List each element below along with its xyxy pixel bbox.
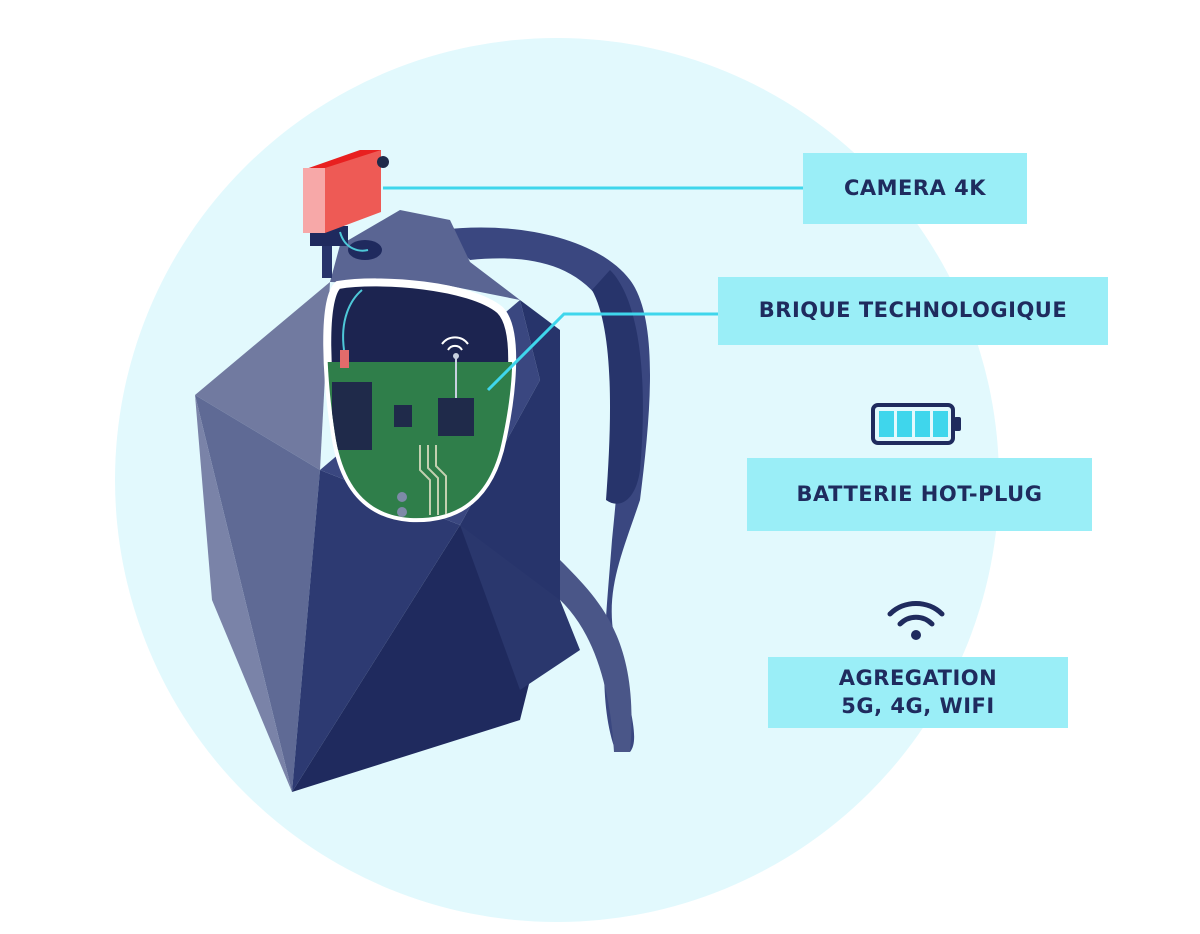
chip-small [394,405,412,427]
backpack-left-lower [195,395,320,792]
chip-large [332,382,372,450]
chip-antenna [438,398,474,436]
cable [342,289,363,351]
brique-technologique-text: BRIQUE TECHNOLOGIQUE [758,298,1068,323]
backpack-bottom [292,525,540,792]
shoulder-strap [440,227,650,752]
batterie-hot-plug-label: BATTERIE HOT-PLUG [747,458,1092,531]
agregation-label: AGREGATION 5G, 4G, WIFI [768,657,1068,728]
camera-front [303,168,325,233]
camera-mount-post [322,228,332,278]
agregation-line1: AGREGATION [838,666,998,691]
backpack-left-edge [195,395,292,792]
camera-side [325,150,381,233]
backpack-top [330,210,520,300]
strap-pad [592,270,643,504]
component-1 [397,492,407,502]
backpack-left-upper [195,282,330,470]
antenna-tip [453,353,459,359]
circuit-traces [419,445,447,515]
connector-red [340,350,349,368]
camera-cable [339,231,369,252]
battery-full-icon [871,403,961,445]
brique-technologique-label: BRIQUE TECHNOLOGIQUE [718,277,1108,345]
camera-4k-text: CAMERA 4K [843,175,987,200]
backpack-front-lower [292,470,460,792]
strap-lower [548,560,632,752]
agregation-line2: 5G, 4G, WIFI [841,693,995,718]
wifi-icon [887,601,945,640]
antenna-signal [441,336,469,351]
camera-lens [377,156,389,168]
batterie-hot-plug-text: BATTERIE HOT-PLUG [796,481,1043,506]
backpack-bottom-right [460,525,580,690]
connector-brique [486,312,718,392]
camera-4k-label: CAMERA 4K [803,153,1027,224]
component-2 [397,507,407,517]
